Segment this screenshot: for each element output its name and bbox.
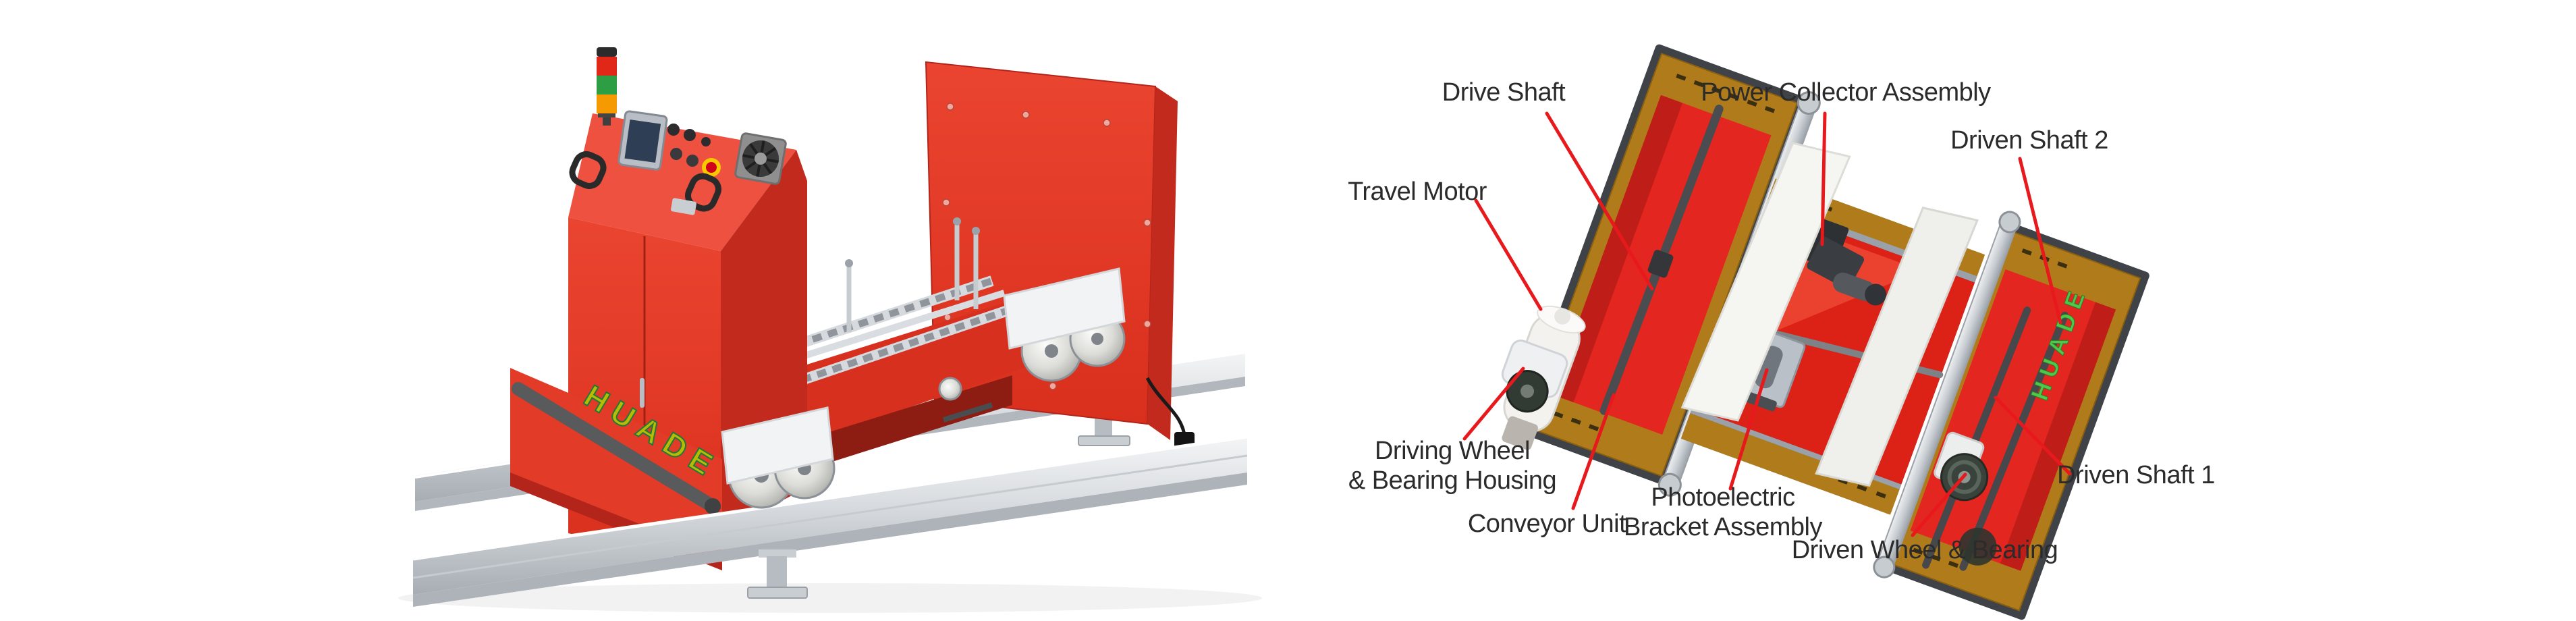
bumper-bar xyxy=(512,382,719,513)
callout-label: Driven Shaft 2 xyxy=(1950,126,2108,155)
perforations xyxy=(1553,74,1776,431)
leader-driven-shaft-2 xyxy=(2018,157,2062,325)
photo-machine: HUADE xyxy=(398,47,1262,613)
leader-power-collector-assembly xyxy=(1820,111,1827,246)
fan-grille xyxy=(734,132,787,185)
diagram-right-unit: HUADE xyxy=(1873,211,2149,620)
callout-conveyor-unit: Conveyor Unit xyxy=(1468,509,1626,539)
driven-shaft-1 xyxy=(1922,306,2031,569)
callout-travel-motor: Travel Motor xyxy=(1348,177,1487,207)
stack-light-cap xyxy=(597,47,617,57)
front-wheel-assembly xyxy=(721,406,835,509)
stack-light xyxy=(597,47,617,126)
callout-label: Driving Wheel xyxy=(1374,437,1531,465)
driven-shaft-2 xyxy=(1959,311,2069,571)
wheel-fender xyxy=(721,406,834,485)
callout-power-collector-assembly: Power Collector Assembly xyxy=(1701,78,1991,107)
leader-drive-shaft xyxy=(1545,111,1654,291)
guide-roller xyxy=(938,377,962,401)
leader-conveyor-unit xyxy=(1571,393,1616,510)
door-handle xyxy=(640,378,645,408)
white-panel xyxy=(1680,142,1851,422)
callout-driven-wheel-bearing: Driven Wheel & Bearing xyxy=(1792,535,2058,565)
white-panel xyxy=(1815,206,1979,487)
cable xyxy=(1145,377,1187,439)
callout-label: Drive Shaft xyxy=(1442,78,1566,107)
leader-lines xyxy=(1462,111,2072,537)
front-rail-foot xyxy=(747,549,808,599)
callout-label: Bracket Assembly xyxy=(1624,513,1823,541)
front-rail xyxy=(412,435,1248,607)
ground-shadow xyxy=(398,583,1262,613)
rear-wheel-assembly xyxy=(938,267,1126,423)
nameplate xyxy=(671,198,696,215)
callout-photoelectric-bracket-assembly: Photoelectric Bracket Assembly xyxy=(1624,483,1823,542)
callout-driven-shaft-1: Driven Shaft 1 xyxy=(2057,460,2215,490)
shaft-coupling xyxy=(1647,250,1674,278)
callout-label: Driven Wheel & Bearing xyxy=(1791,536,2058,564)
diagram-machine: HUADE xyxy=(1462,44,2149,620)
callout-label: Photoelectric xyxy=(1651,483,1795,512)
conveyor-end-roller xyxy=(1657,473,1682,497)
cabinet-handle[interactable] xyxy=(569,151,607,190)
stack-light-green xyxy=(597,76,617,94)
leader-driving-wheel-bearing-housing xyxy=(1462,367,1525,441)
callout-label: Driven Shaft 1 xyxy=(2057,461,2215,489)
hmi-screen[interactable] xyxy=(618,110,668,171)
panel-buttons[interactable] xyxy=(667,124,711,167)
leader-photoelectric-bracket-assembly xyxy=(1728,368,1769,491)
callout-driven-shaft-2: Driven Shaft 2 xyxy=(1950,126,2108,155)
callout-driving-wheel-bearing-housing: Driving Wheel & Bearing Housing xyxy=(1348,436,1557,495)
stack-light-red xyxy=(597,57,617,76)
wheel-fender xyxy=(1003,267,1126,350)
callout-label: & Bearing Housing xyxy=(1348,466,1557,495)
stack-light-orange xyxy=(597,94,617,113)
callout-drive-shaft: Drive Shaft xyxy=(1442,78,1566,107)
leader-travel-motor xyxy=(1474,198,1543,311)
emergency-stop-button[interactable] xyxy=(702,158,721,177)
leader-driven-shaft-1 xyxy=(1994,396,2072,476)
driven-wheel xyxy=(1958,527,1997,566)
leader-driven-wheel-bearing xyxy=(1911,473,1967,537)
diagram-platform xyxy=(1680,142,1985,515)
callout-label: Conveyor Unit xyxy=(1467,510,1626,538)
callout-label: Travel Motor xyxy=(1348,178,1487,206)
cabinet-handle[interactable] xyxy=(684,173,722,212)
callout-label: Power Collector Assembly xyxy=(1701,78,1991,107)
